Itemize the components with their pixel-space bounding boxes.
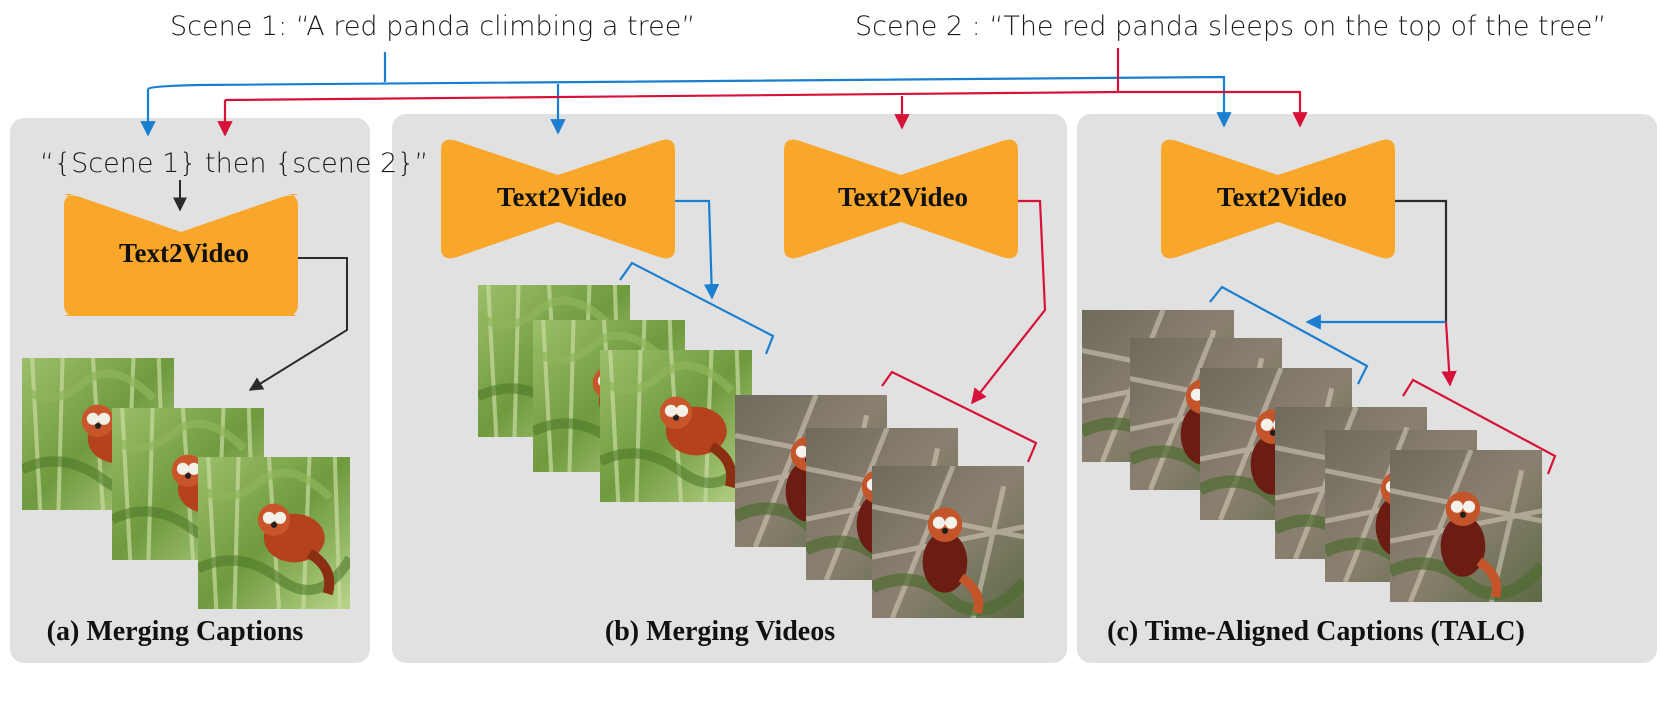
scene1-bracket-b <box>619 261 775 355</box>
scene1-arrows <box>140 52 1232 137</box>
text2video-label-c: Text2Video <box>1217 182 1347 212</box>
scene1-bracket-c <box>1209 285 1369 385</box>
frame-b-3 <box>600 350 752 502</box>
panel-a-title: (a) Merging Captions <box>47 616 304 647</box>
panel-c-title: (c) Time-Aligned Captions (TALC) <box>1107 616 1525 647</box>
scene2-arrows <box>217 48 1308 137</box>
frame-c-6 <box>1390 450 1542 602</box>
output-connector-a <box>248 257 348 391</box>
panel-b-title: (b) Merging Videos <box>605 616 835 647</box>
scene2-bracket-b <box>881 370 1038 463</box>
scene2-caption: Scene 2 : “The red panda sleeps on the t… <box>855 11 1606 42</box>
text2video-model-b2: Text2Video <box>784 139 1018 259</box>
merged-prompt-text: “{Scene 1} then {scene 2}” <box>40 148 428 179</box>
output-connector-b2 <box>971 199 1047 405</box>
output-connector-b1 <box>675 199 720 300</box>
text2video-model-c: Text2Video <box>1161 139 1395 259</box>
frame-b-6 <box>872 466 1024 618</box>
text2video-label-b1: Text2Video <box>497 182 627 212</box>
output-connector-c <box>1305 199 1457 387</box>
scene1-caption: Scene 1: “A red panda climbing a tree” <box>170 11 695 42</box>
frame-a-3 <box>198 457 350 609</box>
scene2-bracket-c <box>1402 378 1557 475</box>
text2video-label-a: Text2Video <box>119 238 249 268</box>
text2video-model-a: Text2Video <box>64 194 298 316</box>
text2video-label-b2: Text2Video <box>838 182 968 212</box>
text2video-model-b1: Text2Video <box>441 139 675 259</box>
